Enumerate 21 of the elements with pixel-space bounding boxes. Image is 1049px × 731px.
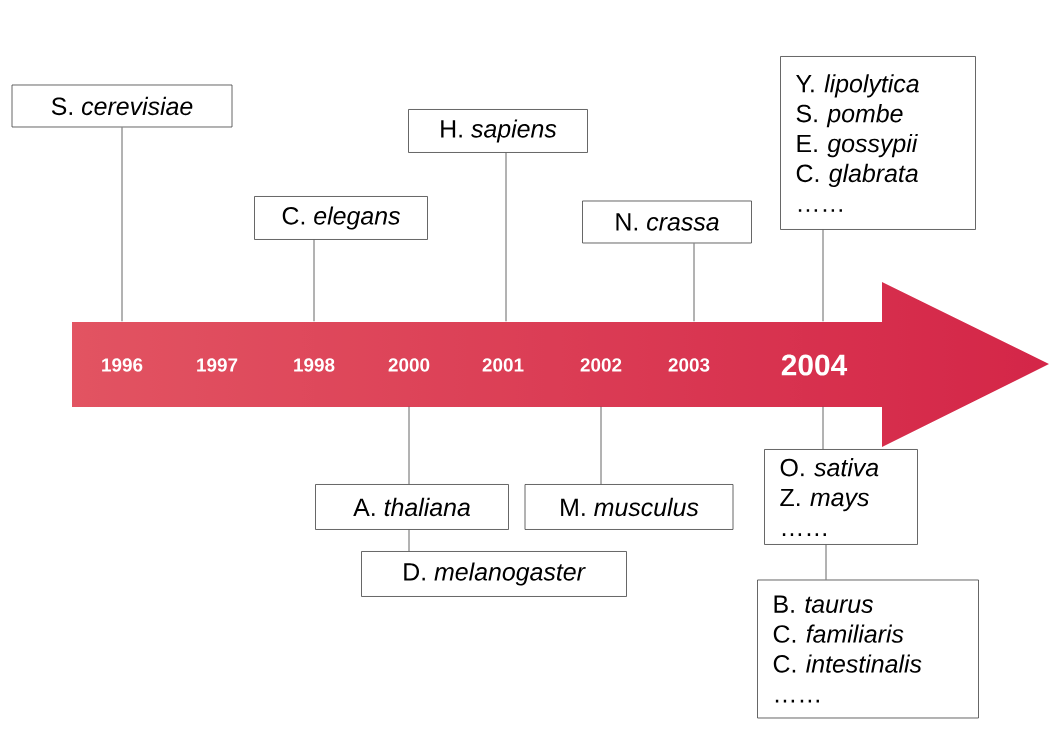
species-box: M. musculus (524, 484, 734, 530)
species-box: N. crassa (582, 200, 752, 244)
connector-line (822, 229, 824, 322)
species-list-box: Y. lipolytica S. pombe E. gossypii C. glabrata …… (780, 56, 976, 230)
connector-line (693, 243, 695, 322)
connector-line (825, 544, 827, 580)
species-box: H. sapiens (408, 109, 588, 153)
connector-line (313, 239, 315, 322)
species-list-box: O. sativa Z. mays …… (764, 449, 918, 545)
species-box: D. melanogaster (361, 551, 627, 597)
species-box: A. thaliana (315, 484, 509, 530)
timeline-arrow: 1996 1997 1998 2000 2001 2002 2003 2004 (102, 354, 848, 376)
connector-line (822, 406, 824, 450)
species-list-box: B. taurus C. familiaris C. intestinalis …… (757, 579, 979, 719)
connector-line (600, 406, 602, 485)
species-box: C. elegans (254, 196, 428, 240)
connector-line (505, 152, 507, 322)
connector-line (121, 127, 123, 322)
connector-line (408, 529, 410, 552)
species-box: S. cerevisiae (11, 84, 233, 128)
connector-line (408, 406, 410, 485)
